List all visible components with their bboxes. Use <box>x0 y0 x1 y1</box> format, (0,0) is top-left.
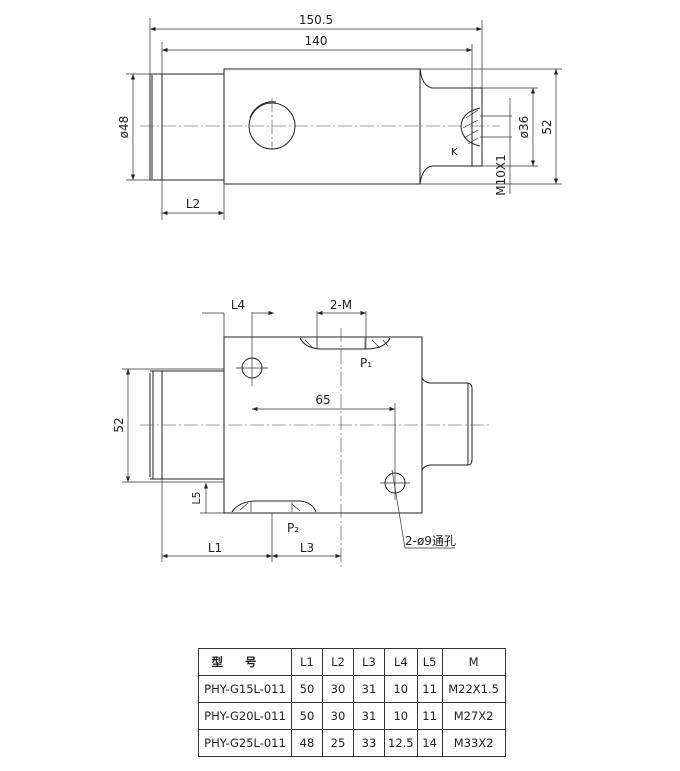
cell: 10 <box>384 675 418 703</box>
dim-2m: 2-M <box>330 298 352 312</box>
dim-hole-spacing-65: 65 <box>315 393 330 407</box>
dim-height-52: 52 <box>112 417 126 432</box>
cell: 11 <box>416 675 443 703</box>
cell: 11 <box>416 702 443 730</box>
dim-l2: L2 <box>186 197 200 211</box>
extension-lines <box>126 73 150 181</box>
header-l1: L1 <box>291 648 323 676</box>
cell: PHY-G20L-011 <box>198 702 292 730</box>
cell: M22X1.5 <box>441 675 506 703</box>
dim-body-length: 140 <box>305 34 328 48</box>
thread-leader <box>480 98 512 194</box>
dim-l3: L3 <box>300 541 314 555</box>
cell: PHY-G25L-011 <box>198 729 292 757</box>
cell: 31 <box>353 702 385 730</box>
header-l2: L2 <box>322 648 354 676</box>
dim-l4: L4 <box>231 298 245 312</box>
cell: 31 <box>353 675 385 703</box>
valve-body <box>223 68 421 185</box>
port-label-p1: P₁ <box>360 356 372 370</box>
cell: M27X2 <box>441 702 506 730</box>
thread-spec: M10X1 <box>494 154 508 195</box>
side-view: L4 2-M P₁ P₂ 52 65 L5 L1 L3 2-ø9通孔 <box>112 298 490 570</box>
cell: PHY-G15L-011 <box>198 675 292 703</box>
extension-lines <box>223 312 410 500</box>
extension-lines <box>316 311 367 349</box>
cell: 10 <box>384 702 418 730</box>
cell: 50 <box>291 675 323 703</box>
top-view: 150.5 140 ø48 L2 52 ø36 M10X1 K <box>117 13 562 220</box>
port-p2-section <box>231 500 317 513</box>
header-l3: L3 <box>353 648 385 676</box>
cell: 50 <box>291 702 323 730</box>
dim-l1: L1 <box>208 541 222 555</box>
right-neck <box>421 377 473 471</box>
table-header: 型号 L1 L2 L3 L4 L5 M <box>198 648 506 676</box>
thread-section <box>460 107 481 147</box>
cell: 48 <box>291 729 323 757</box>
extension-lines <box>420 68 562 185</box>
cell: 14 <box>416 729 443 757</box>
dim-l5: L5 <box>190 491 203 504</box>
extension-lines <box>161 479 273 562</box>
dim-overall-length: 150.5 <box>299 13 333 27</box>
cell: 12.5 <box>384 729 418 757</box>
dim-height-52: 52 <box>540 119 554 134</box>
note-leader <box>391 469 455 549</box>
port-p1-section <box>299 337 391 350</box>
left-port-cylinder <box>149 73 224 181</box>
cell: 30 <box>322 675 354 703</box>
header-model: 型号 <box>198 648 292 676</box>
header-l5: L5 <box>416 648 443 676</box>
section-hatching <box>304 338 389 349</box>
section-mark-k: K <box>451 147 458 158</box>
holes-note: 2-ø9通孔 <box>405 534 456 548</box>
port-label-p2: P₂ <box>287 521 299 535</box>
thread-arc <box>249 101 277 119</box>
cell: M33X2 <box>441 729 506 757</box>
right-neck <box>419 68 483 185</box>
cell: 25 <box>322 729 354 757</box>
section-hatching <box>462 109 479 145</box>
section-hatching <box>239 502 301 512</box>
cell: 33 <box>353 729 385 757</box>
header-l4: L4 <box>384 648 418 676</box>
cell: 30 <box>322 702 354 730</box>
dim-diameter-36: ø36 <box>517 116 531 139</box>
extension-lines <box>149 18 483 88</box>
header-m: M <box>441 648 506 676</box>
extension-lines <box>122 368 224 483</box>
dim-diameter-48: ø48 <box>117 116 131 139</box>
